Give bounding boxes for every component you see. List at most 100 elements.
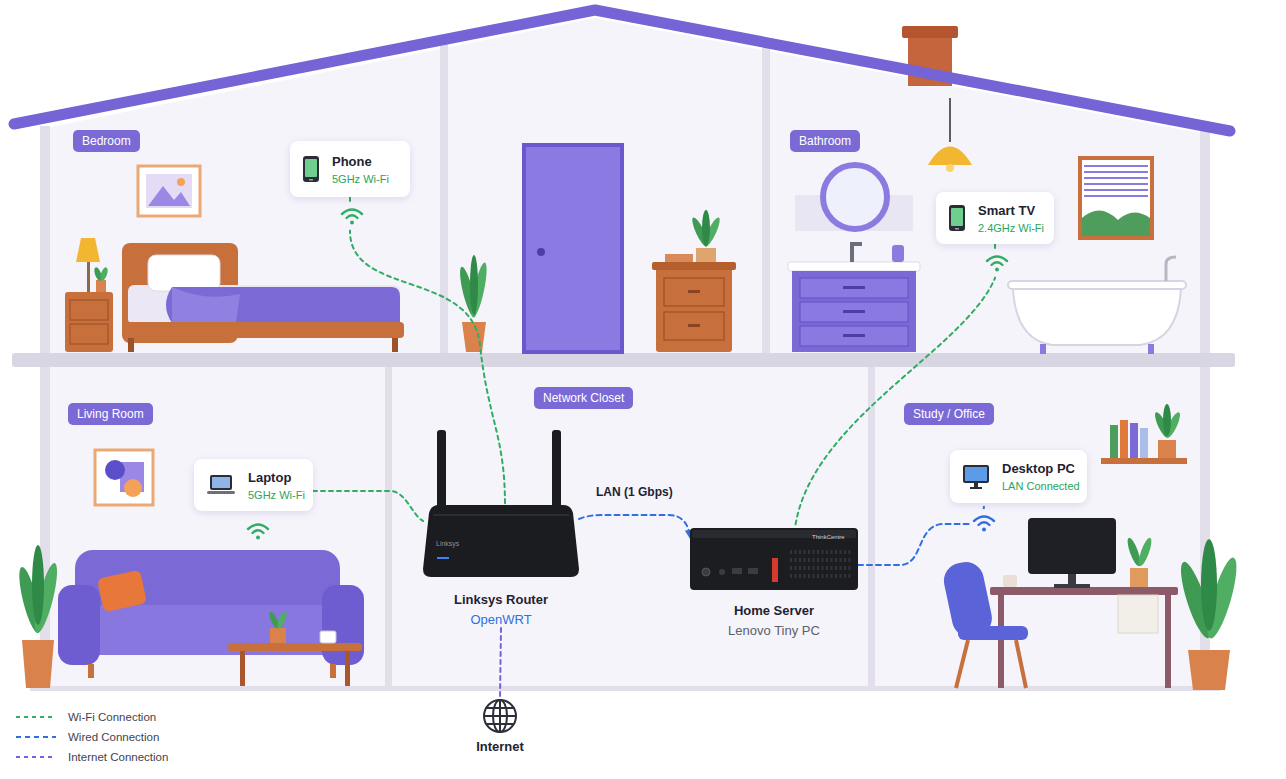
mini-pc-body [813, 558, 815, 562]
living-room-furniture [270, 628, 286, 643]
phone-icon [302, 155, 320, 183]
monitor-icon [962, 464, 990, 490]
globe-icon [484, 700, 516, 732]
living-room-furniture [124, 479, 142, 497]
living-room-furniture [95, 450, 153, 505]
bedroom-furniture [70, 324, 108, 344]
router-body [433, 514, 569, 516]
bedroom-furniture [65, 292, 113, 352]
server-device: Home ServerLenovo Tiny PC [690, 528, 858, 638]
router-body [437, 557, 449, 559]
wifi-symbol [970, 509, 998, 537]
hallway-furniture [656, 266, 732, 352]
bedroom-furniture [138, 166, 200, 216]
node-subtitle: OpenWRT [423, 612, 579, 627]
study-furniture [1016, 640, 1026, 688]
device-card: Phone5GHz Wi-Fi [290, 141, 410, 197]
mini-pc-body [835, 574, 837, 578]
bathroom-furniture [843, 286, 865, 289]
living-room-furniture [88, 664, 94, 678]
mini-pc-body [826, 558, 828, 562]
legend-line-sample [16, 753, 56, 761]
node-title: Bedroom [82, 130, 131, 152]
house-shell [385, 367, 392, 690]
bathroom-furniture [946, 164, 954, 172]
phone-icon [303, 156, 319, 182]
mini-pc-body [826, 566, 828, 570]
bathroom-furniture [1166, 257, 1176, 281]
living-room-furniture [105, 460, 125, 480]
legend-line [16, 736, 56, 738]
mini-pc-body [813, 574, 815, 578]
mini-pc-body [817, 550, 819, 554]
internet-connection [500, 628, 501, 698]
router-antennas [552, 430, 561, 510]
study-furniture [1163, 404, 1171, 436]
monitor-icon [965, 467, 987, 481]
house-shell [14, 10, 1230, 131]
bathroom-furniture [949, 98, 951, 142]
mini-pc-body [844, 574, 846, 578]
legend-row: Internet Connection [16, 747, 168, 767]
study-furniture [1136, 537, 1154, 568]
study-furniture [1140, 428, 1148, 458]
node-subtitle: 2.4GHz Wi-Fi [978, 222, 1044, 234]
bathroom-furniture [792, 271, 916, 352]
node-title: Laptop [248, 470, 305, 485]
hallway-furniture [652, 262, 736, 270]
mini-pc-body [844, 566, 846, 570]
mini-pc-body [831, 550, 833, 554]
bedroom-furniture [96, 280, 106, 292]
laptop-icon [212, 477, 230, 488]
bedroom-furniture [392, 338, 398, 352]
living-room-furniture [32, 545, 44, 625]
phone-icon [955, 228, 959, 230]
study-furniture [941, 404, 1243, 690]
house-shell [12, 353, 1235, 367]
mini-pc-body [840, 558, 842, 562]
laptop-icon [210, 475, 232, 490]
study-furniture [1068, 574, 1076, 584]
mini-pc-body [817, 558, 819, 562]
bedroom-furniture [172, 287, 240, 323]
mini-pc-body [835, 566, 837, 570]
node-subtitle: LAN Connected [1002, 480, 1080, 492]
legend-line [16, 756, 56, 758]
monitor-icon [963, 465, 989, 483]
mini-pc-body [822, 558, 824, 562]
mini-pc-body [719, 569, 725, 575]
mini-pc-body [844, 558, 846, 562]
bathroom-furniture [1082, 210, 1150, 236]
mini-pc-body [799, 558, 801, 562]
device-card: Desktop PC LAN Connected [950, 450, 1087, 503]
mini-pc-body [840, 574, 842, 578]
node-title: Desktop PC [1002, 461, 1080, 476]
mini-pc-body [831, 574, 833, 578]
hallway-furniture [664, 278, 724, 306]
house-shell [12, 10, 1235, 691]
house-shell [762, 44, 770, 356]
legend-row: Wi-Fi Connection [16, 707, 168, 727]
bedroom-furniture [70, 300, 108, 320]
mini-pc-body [804, 574, 806, 578]
card-text: Smart TV2.4GHz Wi-Fi [978, 203, 1044, 234]
bedroom-furniture [146, 174, 192, 208]
node-title: Linksys Router [423, 592, 579, 607]
globe-icon [484, 700, 516, 732]
mini-pc-body [822, 550, 824, 554]
legend: Wi-Fi ConnectionWired ConnectionInternet… [16, 707, 168, 767]
bathroom-furniture [800, 302, 908, 322]
bathroom-furniture [800, 278, 908, 298]
legend-line-sample [16, 733, 56, 741]
hallway-furniture [470, 255, 478, 315]
mini-pc-body [808, 550, 810, 554]
bedroom-furniture [99, 266, 109, 281]
mini-pc-body [790, 566, 792, 570]
bathroom-furniture [1084, 171, 1148, 173]
mini-pc-body [702, 568, 710, 576]
mini-pc-body [690, 528, 858, 590]
mini-pc-body [817, 574, 819, 578]
mini-pc-body [822, 566, 824, 570]
legend-row: Wired Connection [16, 727, 168, 747]
